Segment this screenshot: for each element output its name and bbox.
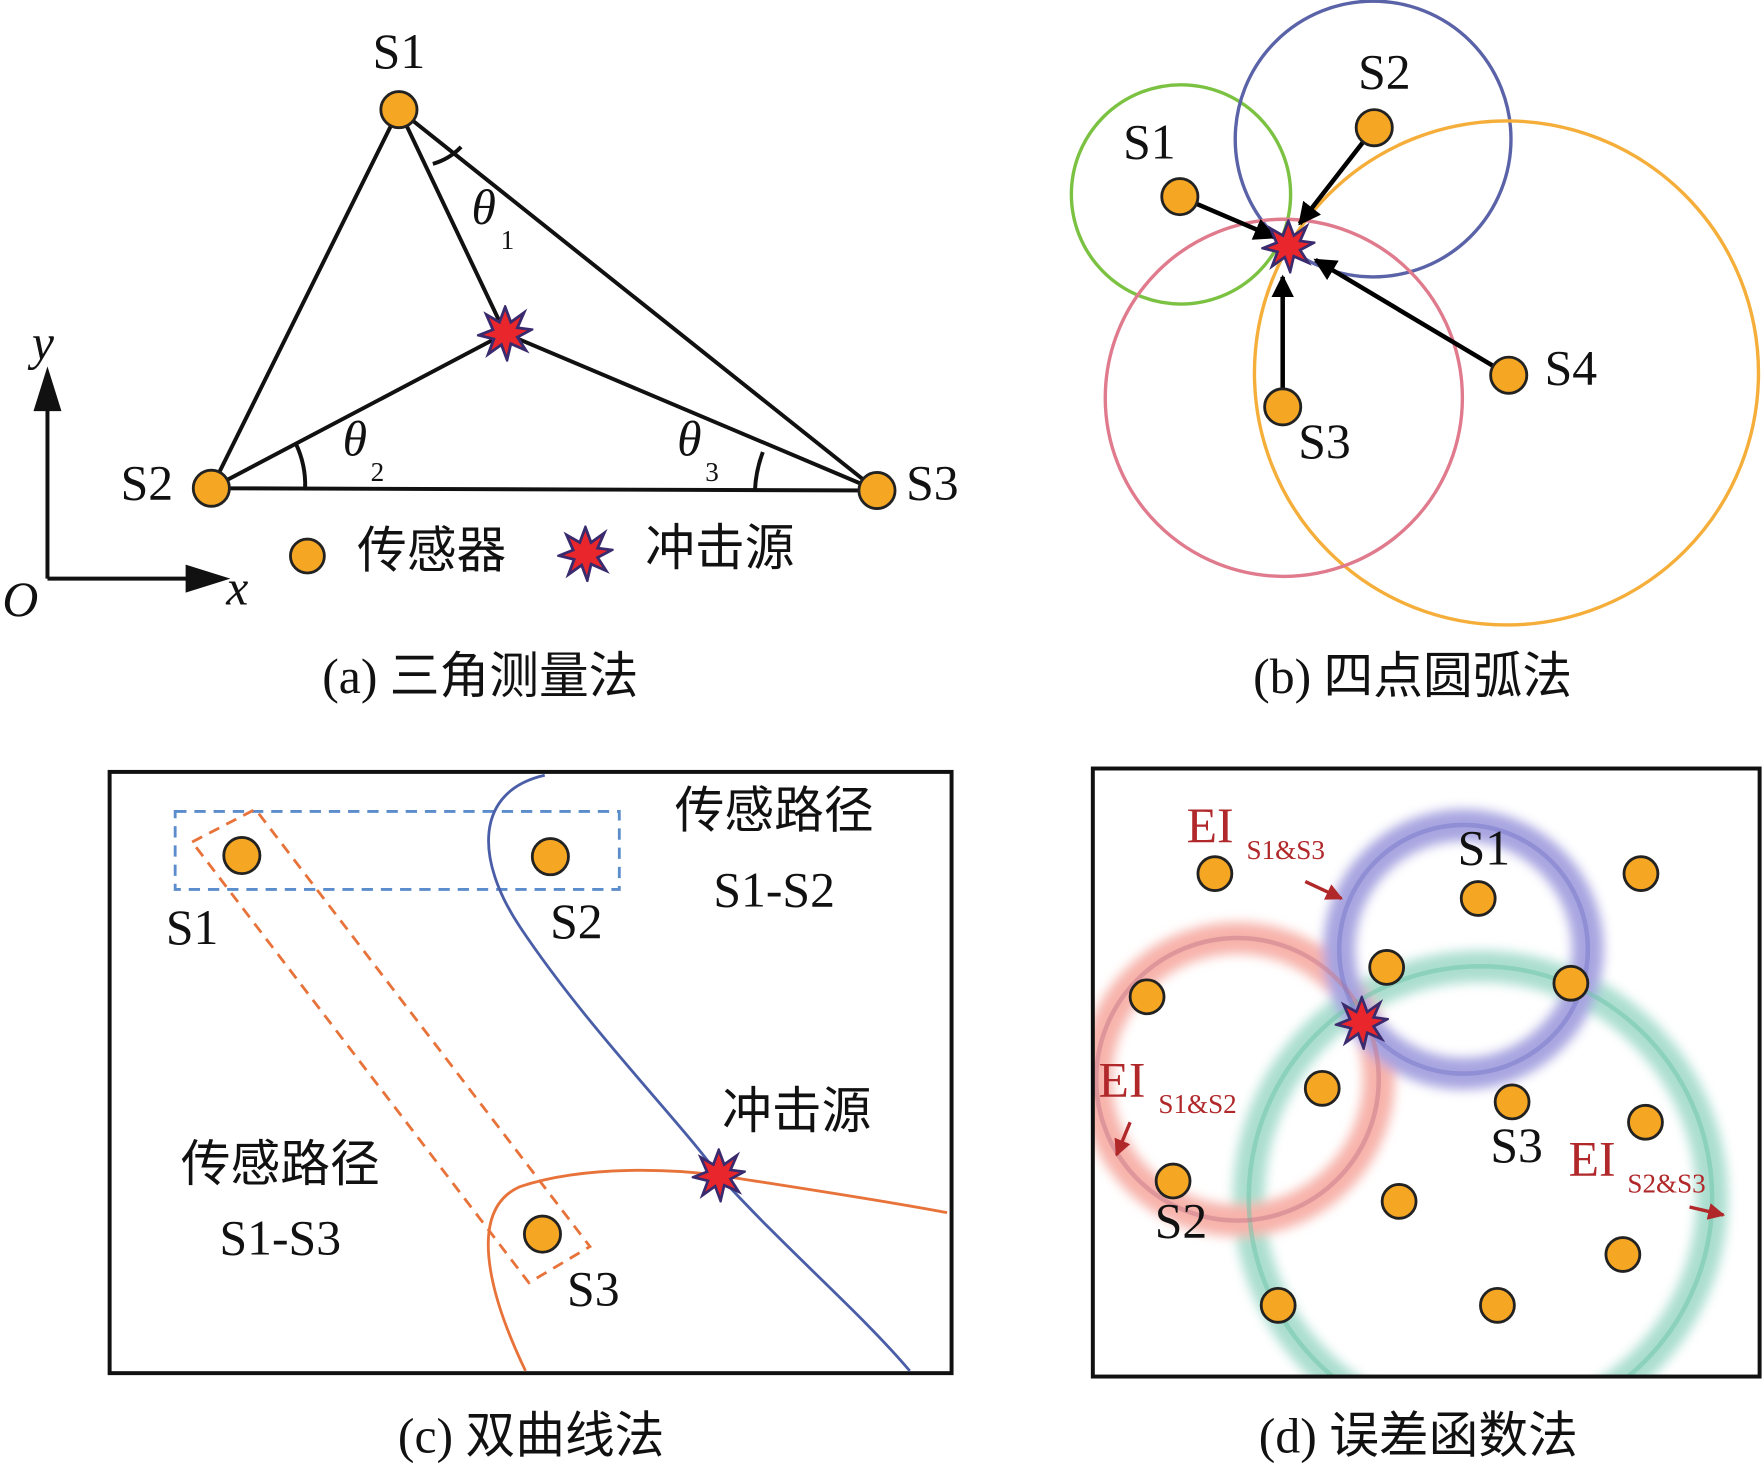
- ei-s1-s3: EI: [1187, 798, 1234, 853]
- label-s2: S2: [121, 456, 174, 511]
- theta2-sub: 2: [371, 457, 385, 487]
- panel-a-triangulation: y x O S1 S2 S3 θ 1 θ 2 θ 3 传感器 冲击源 (a) 三…: [2, 24, 958, 704]
- origin-label: O: [2, 572, 38, 627]
- ei-s1-s2: EI: [1098, 1052, 1145, 1107]
- caption-b: (b) 四点圆弧法: [1253, 649, 1572, 704]
- label-s3: S3: [906, 456, 959, 511]
- axes: [33, 366, 231, 593]
- label-s3: S3: [567, 1261, 620, 1316]
- sensor-s3: [857, 470, 897, 510]
- panel-b-four-point-arc: S1 S2 S3 S4 (b) 四点圆弧法: [1069, 0, 1761, 704]
- legend-sensor-label: 传感器: [357, 523, 506, 578]
- path-s1-s3-name: S1-S3: [219, 1211, 341, 1266]
- caption-c: (c) 双曲线法: [398, 1408, 664, 1463]
- theta1: θ: [471, 180, 495, 235]
- label-s4: S4: [1545, 340, 1598, 395]
- label-s2: S2: [1358, 44, 1411, 99]
- path-s1-s3-title: 传感路径: [181, 1137, 380, 1192]
- theta1-sub: 1: [501, 225, 515, 255]
- panel-d-error-function: S1 S2 S3 EI S1&S3 EI S1&S2 EI S2&S3 (d) …: [1090, 766, 1762, 1463]
- caption-d: (d) 误差函数法: [1259, 1408, 1578, 1463]
- label-s3: S3: [1490, 1118, 1543, 1173]
- label-s1: S1: [373, 24, 426, 79]
- source-label: 冲击源: [722, 1084, 871, 1139]
- y-axis-label: y: [27, 315, 55, 370]
- label-s1: S1: [1458, 821, 1511, 876]
- legend-source-icon: [557, 525, 614, 582]
- legend-sensor-icon: [289, 537, 326, 575]
- label-s2: S2: [550, 894, 603, 949]
- label-s1: S1: [1123, 114, 1176, 169]
- sensor-s1: [379, 90, 419, 130]
- path-s1-s2-name: S1-S2: [713, 862, 835, 917]
- caption-a: (a) 三角测量法: [322, 649, 638, 704]
- impact-source-icon: [1261, 219, 1316, 274]
- path-s1-s2-title: 传感路径: [675, 783, 874, 838]
- ei-s2-s3-sub: S2&S3: [1627, 1168, 1705, 1198]
- ei-s2-s3: EI: [1569, 1131, 1616, 1186]
- label-s2: S2: [1155, 1194, 1208, 1249]
- theta3: θ: [677, 412, 701, 467]
- sensor-s2: [191, 468, 231, 508]
- panel-c-hyperbola: S1 S2 S3 传感路径 S1-S2 传感路径 S1-S3 冲击源 (c) 双…: [107, 769, 954, 1463]
- label-s3: S3: [1298, 414, 1351, 469]
- theta3-sub: 3: [705, 457, 719, 487]
- impact-source-icon: [477, 305, 533, 362]
- x-axis-label: x: [225, 561, 248, 616]
- ei-s1-s3-sub: S1&S3: [1247, 835, 1325, 865]
- legend-source-label: 冲击源: [645, 521, 794, 576]
- label-s1: S1: [166, 900, 219, 955]
- theta2: θ: [343, 412, 367, 467]
- ei-s1-s2-sub: S1&S2: [1158, 1089, 1236, 1119]
